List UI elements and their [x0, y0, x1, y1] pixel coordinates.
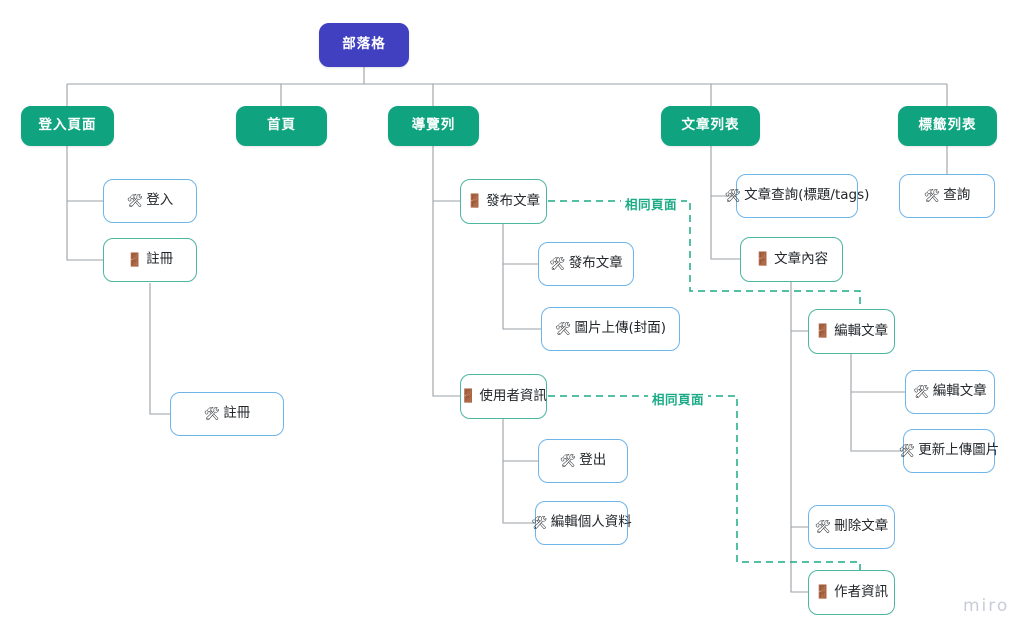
node-edit-article-page[interactable]: 🚪 編輯文章	[808, 309, 895, 354]
node-publish-article-page[interactable]: 🚪 發布文章	[460, 179, 547, 224]
node-navbar-label: 導覽列	[411, 117, 456, 134]
node-article-list-label: 文章列表	[681, 117, 740, 134]
node-register-page[interactable]: 🚪 註冊	[103, 238, 197, 282]
same-page-label-publish: 相同頁面	[621, 194, 682, 213]
node-tag-list-label: 標籤列表	[918, 117, 977, 134]
hammer-and-wrench-icon: 🛠	[814, 519, 832, 535]
same-page-label-user-info: 相同頁面	[648, 389, 709, 408]
node-article-content-page-label: 文章內容	[774, 250, 829, 267]
node-user-info-page-label: 使用者資訊	[479, 387, 547, 404]
node-article-list[interactable]: 文章列表	[661, 106, 760, 146]
hammer-and-wrench-icon: 🛠	[531, 515, 548, 531]
node-navbar[interactable]: 導覽列	[388, 106, 479, 146]
door-icon: 🚪	[460, 389, 477, 404]
node-edit-article-action-label: 編輯文章	[932, 383, 987, 400]
hammer-and-wrench-icon: 🛠	[898, 443, 916, 459]
node-register-action[interactable]: 🛠 註冊	[170, 392, 284, 436]
node-user-info-page[interactable]: 🚪 使用者資訊	[460, 374, 547, 419]
node-article-search[interactable]: 🛠 文章查詢(標題/tags)	[725, 174, 869, 218]
node-logout-action[interactable]: 🛠 登出	[538, 439, 628, 483]
node-edit-profile-action-label: 編輯個人資料	[550, 514, 632, 531]
door-icon: 🚪	[814, 324, 832, 339]
hammer-and-wrench-icon: 🛠	[559, 453, 577, 469]
node-edit-article-action[interactable]: 🛠 編輯文章	[905, 370, 995, 414]
door-icon: 🚪	[126, 252, 144, 268]
node-tag-search-label: 查詢	[943, 187, 971, 204]
hammer-and-wrench-icon: 🛠	[126, 193, 144, 209]
node-register-page-label: 註冊	[146, 251, 174, 268]
node-tag-search[interactable]: 🛠 查詢	[899, 174, 995, 218]
node-article-search-label: 文章查詢(標題/tags)	[744, 187, 870, 204]
node-update-uploaded-image[interactable]: 🛠 更新上傳圖片	[899, 429, 999, 473]
hammer-and-wrench-icon: 🛠	[923, 188, 941, 204]
hammer-and-wrench-icon: 🛠	[549, 256, 566, 272]
hammer-and-wrench-icon: 🛠	[913, 384, 930, 400]
hammer-and-wrench-icon: 🛠	[724, 188, 742, 204]
node-edit-profile-action[interactable]: 🛠 編輯個人資料	[531, 501, 632, 545]
hammer-and-wrench-icon: 🛠	[203, 406, 221, 422]
node-cover-image-upload[interactable]: 🛠 圖片上傳(封面)	[541, 307, 680, 351]
node-publish-article-page-label: 發布文章	[486, 192, 541, 209]
node-article-content-page[interactable]: 🚪 文章內容	[740, 237, 843, 282]
door-icon: 🚪	[814, 585, 832, 600]
node-root[interactable]: 部落格	[319, 23, 409, 67]
node-logout-action-label: 登出	[579, 452, 607, 469]
hammer-and-wrench-icon: 🛠	[554, 321, 572, 337]
node-home[interactable]: 首頁	[236, 106, 327, 146]
node-register-action-label: 註冊	[223, 405, 251, 422]
node-author-info-page-label: 作者資訊	[834, 583, 889, 600]
node-publish-article-action[interactable]: 🛠 發布文章	[538, 242, 634, 286]
node-publish-article-action-label: 發布文章	[568, 255, 623, 272]
node-edit-article-page-label: 編輯文章	[834, 322, 889, 339]
door-icon: 🚪	[466, 194, 484, 209]
node-author-info-page[interactable]: 🚪 作者資訊	[808, 570, 895, 615]
node-login-page[interactable]: 登入頁面	[21, 106, 114, 146]
node-root-label: 部落格	[342, 36, 386, 53]
miro-watermark: miro	[963, 596, 1010, 616]
node-home-label: 首頁	[267, 117, 296, 134]
door-icon: 🚪	[754, 252, 772, 267]
node-login-action[interactable]: 🛠 登入	[103, 179, 197, 223]
node-login-page-label: 登入頁面	[38, 117, 97, 134]
node-tag-list[interactable]: 標籤列表	[898, 106, 997, 146]
node-login-action-label: 登入	[146, 192, 174, 209]
node-update-uploaded-image-label: 更新上傳圖片	[918, 442, 1000, 459]
node-delete-article-action-label: 刪除文章	[834, 518, 889, 535]
node-cover-image-upload-label: 圖片上傳(封面)	[574, 320, 667, 337]
node-delete-article-action[interactable]: 🛠 刪除文章	[808, 505, 895, 549]
